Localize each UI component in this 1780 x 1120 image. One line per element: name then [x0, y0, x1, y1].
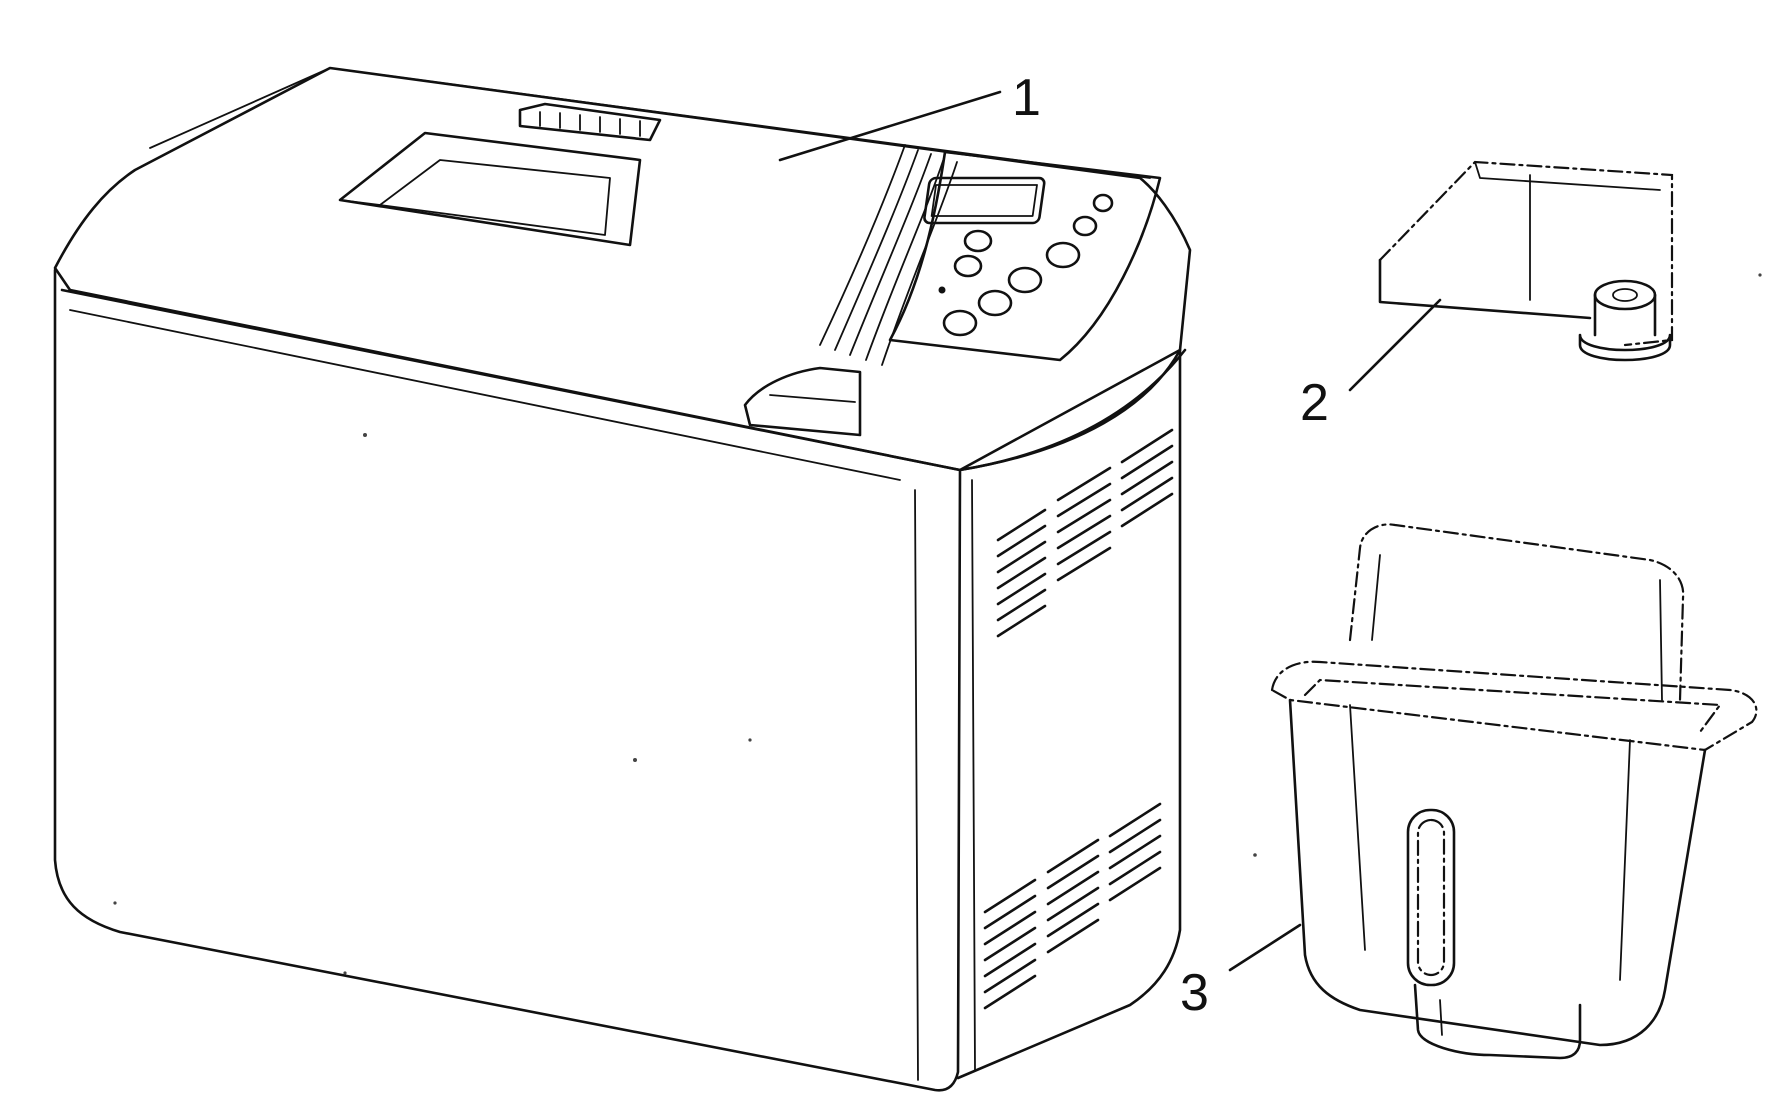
pan-body — [1288, 698, 1707, 1047]
callout-label-1: 1 — [1012, 69, 1041, 127]
leader-line-3 — [1228, 923, 1302, 972]
body-side-face — [956, 348, 1182, 1080]
side-vents-lower — [983, 802, 1162, 1010]
panel-button — [942, 309, 978, 337]
body-front-face — [53, 268, 962, 1092]
pan-grip-slot — [1406, 808, 1456, 987]
lcd-display — [923, 176, 1046, 225]
panel-button — [1007, 266, 1043, 294]
bread-maker-unit: 1 — [53, 66, 1192, 1092]
panel-button — [963, 229, 993, 253]
kneading-blade: 2 — [1300, 160, 1674, 432]
side-vents-upper — [996, 428, 1174, 638]
control-panel — [888, 150, 1162, 362]
lid-viewing-window — [338, 131, 642, 247]
lid-seam — [60, 288, 1187, 472]
scan-specks — [113, 273, 1762, 975]
panel-button — [977, 289, 1013, 317]
bread-pan: 3 — [1180, 523, 1758, 1060]
callout-label-3: 3 — [1180, 964, 1209, 1022]
top-vent-grille — [518, 102, 662, 142]
leader-line-2 — [1348, 298, 1442, 392]
panel-button — [1045, 241, 1081, 269]
pan-rim — [1270, 660, 1758, 752]
panel-button — [1092, 193, 1114, 213]
panel-button — [953, 254, 983, 278]
callout-label-2: 2 — [1300, 374, 1329, 432]
pan-base — [1413, 983, 1582, 1060]
lid-handle — [743, 366, 862, 437]
pan-handle — [1348, 523, 1685, 702]
indicator-light — [938, 286, 946, 294]
panel-button — [1072, 215, 1098, 237]
leader-line-1 — [778, 90, 1002, 162]
blade-hub — [1593, 279, 1657, 311]
